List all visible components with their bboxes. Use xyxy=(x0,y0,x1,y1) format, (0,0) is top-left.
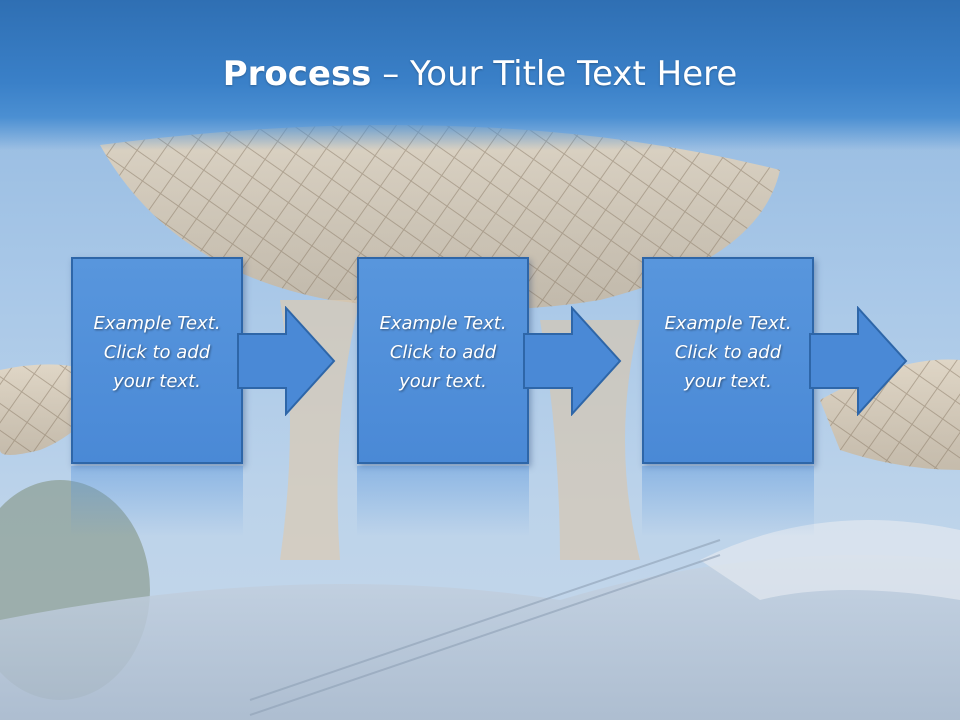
step-text-line: Click to add xyxy=(389,342,497,363)
step-box xyxy=(642,257,814,464)
step-text[interactable]: Example Text. Click to add your text. xyxy=(71,309,243,396)
step-text[interactable]: Example Text. Click to add your text. xyxy=(357,309,529,396)
step-text[interactable]: Example Text. Click to add your text. xyxy=(642,309,814,396)
slide-title[interactable]: Process – Your Title Text Here xyxy=(0,50,960,98)
step-text-line: Click to add xyxy=(674,342,782,363)
right-arrow-icon xyxy=(809,306,908,416)
process-step-3[interactable]: Example Text. Click to add your text. xyxy=(642,257,814,536)
title-bold-part: Process xyxy=(222,54,372,94)
step-text-line: Example Text. xyxy=(664,313,792,334)
title-bar xyxy=(0,0,960,150)
title-rest-part: – Your Title Text Here xyxy=(371,54,738,94)
right-arrow-icon xyxy=(237,306,336,416)
step-text-line: your text. xyxy=(399,371,487,392)
step-reflection xyxy=(357,466,529,536)
process-step-2[interactable]: Example Text. Click to add your text. xyxy=(357,257,529,536)
step-box xyxy=(71,257,243,464)
step-text-line: your text. xyxy=(684,371,772,392)
right-arrow-icon xyxy=(523,306,622,416)
step-text-line: your text. xyxy=(113,371,201,392)
step-reflection xyxy=(642,466,814,536)
process-step-1[interactable]: Example Text. Click to add your text. xyxy=(71,257,243,536)
step-text-line: Example Text. xyxy=(93,313,221,334)
step-reflection xyxy=(71,466,243,536)
step-text-line: Example Text. xyxy=(379,313,507,334)
step-text-line: Click to add xyxy=(103,342,211,363)
